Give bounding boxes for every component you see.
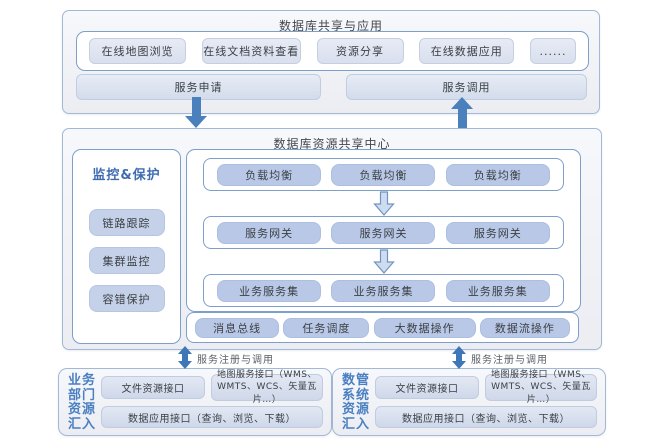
map-service-interface-node: 地图服务接口（WMS、WMTS、WCS、矢量瓦片…） xyxy=(485,370,597,405)
service-tiers-box: 负载均衡 负载均衡 负载均衡 服务网关 服务网关 服务网关 业务服务集 业务服务… xyxy=(186,149,581,312)
business-dept-label: 业务 部门 资源 汇入 xyxy=(66,373,98,432)
business-dept-ingest-panel: 业务 部门 资源 汇入 文件资源接口 地图服务接口（WMS、WMTS、WCS、矢… xyxy=(58,368,332,436)
up-down-arrow-icon xyxy=(178,346,192,369)
file-resource-interface-node: 文件资源接口 xyxy=(101,376,205,399)
business-service-set-row: 业务服务集 业务服务集 业务服务集 xyxy=(203,274,564,307)
service-gateway-row: 服务网关 服务网关 服务网关 xyxy=(203,216,564,249)
app-node-resource-share: 资源分享 xyxy=(316,38,404,64)
sharing-center-panel: 数据库资源共享中心 监控&保护 链路跟踪 集群监控 容错保护 负载均衡 负载均衡… xyxy=(62,128,602,350)
label-line: 业务 xyxy=(67,373,96,388)
service-gateway-node: 服务网关 xyxy=(445,221,550,244)
down-arrow-icon xyxy=(185,97,207,128)
monitor-node-fault-tolerance: 容错保护 xyxy=(88,285,165,312)
load-balancer-node: 负载均衡 xyxy=(217,163,322,186)
application-layer-panel: 数据库共享与应用 在线地图浏览 在线文档资料查看 资源分享 在线数据应用 ...… xyxy=(62,10,600,114)
bus-node-message-bus: 消息总线 xyxy=(195,317,280,338)
connector-label: 服务注册与调用 xyxy=(197,355,274,366)
app-row: 在线地图浏览 在线文档资料查看 资源分享 在线数据应用 ...... xyxy=(77,32,588,70)
data-app-interface-node: 数据应用接口（查询、浏览、下载） xyxy=(101,406,323,428)
load-balancer-row: 负载均衡 负载均衡 负载均衡 xyxy=(203,158,564,191)
bus-node-task-schedule: 任务调度 xyxy=(283,317,370,338)
label-line: 部门 xyxy=(67,387,96,403)
service-invoke-bar: 服务调用 xyxy=(346,74,587,100)
app-group-box: 在线地图浏览 在线文档资料查看 资源分享 在线数据应用 ...... xyxy=(76,31,589,71)
business-service-set-node: 业务服务集 xyxy=(217,279,322,302)
app-node-online-data: 在线数据应用 xyxy=(419,38,515,64)
service-gateway-node: 服务网关 xyxy=(331,221,436,244)
monitor-node-cluster-monitor: 集群监控 xyxy=(88,247,165,274)
file-resource-interface-node: 文件资源接口 xyxy=(375,376,479,399)
data-mgmt-label: 数管 系统 资源 汇入 xyxy=(340,373,372,432)
map-service-interface-node: 地图服务接口（WMS、WMTS、WCS、矢量瓦片…） xyxy=(211,370,323,405)
app-node-online-doc: 在线文档资料查看 xyxy=(201,38,301,64)
bus-node-dataflow-ops: 数据流操作 xyxy=(479,317,570,338)
monitor-node-link-trace: 链路跟踪 xyxy=(88,209,165,236)
monitor-protect-box: 监控&保护 链路跟踪 集群监控 容错保护 xyxy=(72,149,181,344)
app-node-online-map: 在线地图浏览 xyxy=(89,38,186,64)
service-gateway-node: 服务网关 xyxy=(217,221,322,244)
label-line: 资源 xyxy=(67,402,96,417)
application-layer-title: 数据库共享与应用 xyxy=(278,19,383,33)
app-node-more: ...... xyxy=(530,38,576,64)
label-line: 系统 xyxy=(341,387,370,403)
load-balancer-node: 负载均衡 xyxy=(331,163,436,186)
down-arrow-icon xyxy=(372,191,395,220)
connector-label: 服务注册与调用 xyxy=(471,355,548,366)
load-balancer-node: 负载均衡 xyxy=(445,163,550,186)
label-line: 汇入 xyxy=(67,416,96,432)
sharing-center-title: 数据库资源共享中心 xyxy=(273,137,391,151)
label-line: 资源 xyxy=(341,402,370,417)
data-app-interface-node: 数据应用接口（查询、浏览、下载） xyxy=(375,406,597,428)
down-arrow-icon xyxy=(372,249,395,278)
up-down-arrow-icon xyxy=(452,346,466,369)
label-line: 汇入 xyxy=(341,416,370,432)
label-line: 数管 xyxy=(341,373,370,388)
data-mgmt-ingest-panel: 数管 系统 资源 汇入 文件资源接口 地图服务接口（WMS、WMTS、WCS、矢… xyxy=(332,368,606,436)
monitor-protect-title: 监控&保护 xyxy=(92,168,161,183)
middleware-bus-row: 消息总线 任务调度 大数据操作 数据流操作 xyxy=(186,312,579,343)
business-service-set-node: 业务服务集 xyxy=(445,279,550,302)
business-service-set-node: 业务服务集 xyxy=(331,279,436,302)
bus-node-bigdata-ops: 大数据操作 xyxy=(373,317,476,338)
up-arrow-icon xyxy=(451,97,473,128)
